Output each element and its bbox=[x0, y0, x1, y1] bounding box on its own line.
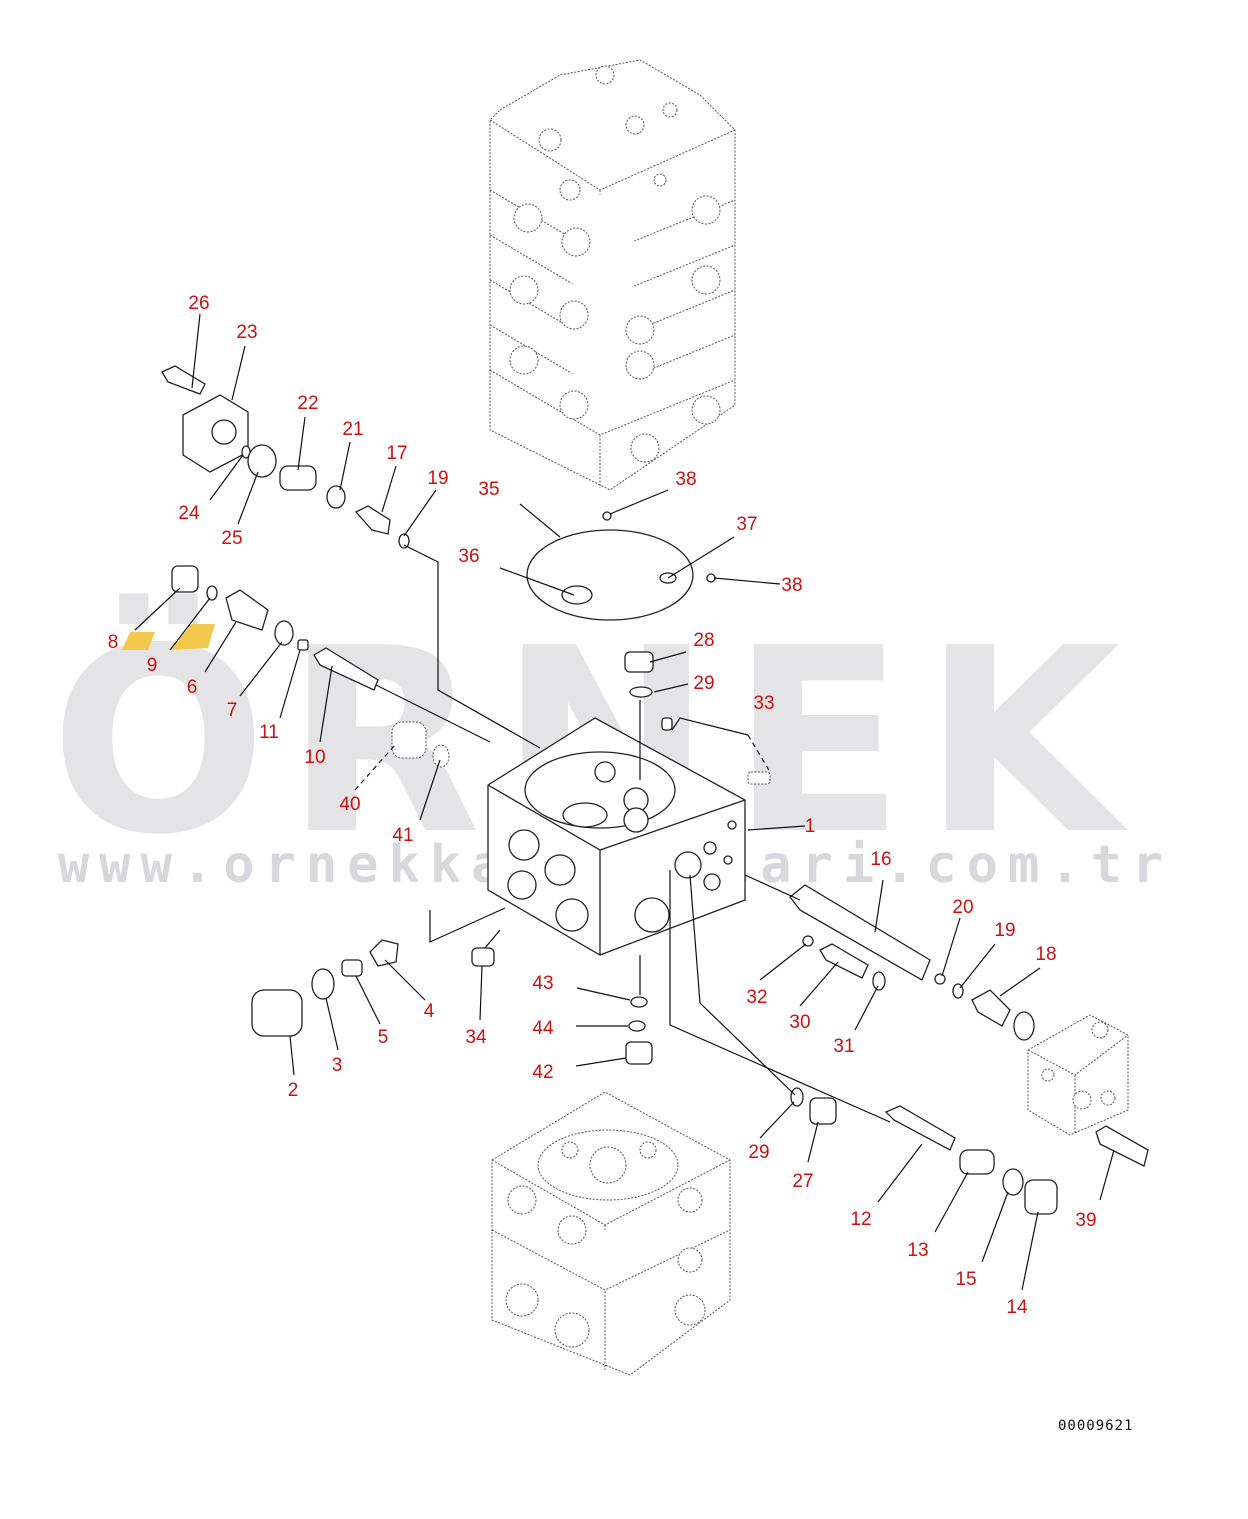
callout-25: 25 bbox=[221, 528, 242, 549]
callout-5: 5 bbox=[378, 1027, 389, 1048]
callout-24: 24 bbox=[178, 503, 200, 524]
callout-8: 8 bbox=[108, 632, 119, 653]
callout-27: 27 bbox=[792, 1171, 813, 1192]
callout-9: 9 bbox=[147, 655, 158, 676]
callout-7: 7 bbox=[227, 700, 238, 721]
gasket-plate bbox=[526, 511, 716, 621]
upper-valve-stack bbox=[489, 59, 736, 491]
callout-1: 1 bbox=[805, 816, 816, 837]
callout-43: 43 bbox=[532, 973, 553, 994]
callout-19-right: 19 bbox=[994, 920, 1015, 941]
side-block bbox=[1027, 1014, 1129, 1136]
callout-35: 35 bbox=[478, 479, 499, 500]
callout-labels: 26 23 22 21 17 19 24 25 35 38 37 36 38 8… bbox=[108, 293, 1097, 1318]
callout-30: 30 bbox=[789, 1012, 810, 1033]
callout-17: 17 bbox=[386, 443, 407, 464]
callout-19-top: 19 bbox=[427, 468, 448, 489]
callout-37: 37 bbox=[736, 514, 757, 535]
leader-lines bbox=[134, 313, 1115, 1291]
callout-26: 26 bbox=[188, 293, 209, 314]
callout-3: 3 bbox=[332, 1055, 343, 1076]
callout-38-top: 38 bbox=[675, 469, 696, 490]
callout-44: 44 bbox=[532, 1018, 554, 1039]
callout-12: 12 bbox=[850, 1209, 871, 1230]
callout-14: 14 bbox=[1006, 1297, 1028, 1318]
callout-31: 31 bbox=[833, 1036, 854, 1057]
callout-6: 6 bbox=[187, 677, 198, 698]
callout-22: 22 bbox=[297, 393, 318, 414]
callout-42: 42 bbox=[532, 1062, 553, 1083]
callout-38-right: 38 bbox=[781, 575, 802, 596]
callout-33: 33 bbox=[753, 693, 774, 714]
callout-29-bottom: 29 bbox=[748, 1142, 769, 1163]
watermark-umlaut-right bbox=[170, 624, 215, 650]
callout-15: 15 bbox=[955, 1269, 976, 1290]
main-valve-body bbox=[487, 717, 746, 956]
watermark-umlaut-left bbox=[122, 632, 155, 650]
callout-23: 23 bbox=[236, 322, 257, 343]
callout-13: 13 bbox=[907, 1240, 928, 1261]
callout-21: 21 bbox=[342, 419, 363, 440]
callout-2: 2 bbox=[288, 1080, 299, 1101]
component-parts bbox=[161, 365, 1149, 1215]
drawing-number: 00009621 bbox=[1058, 1418, 1133, 1434]
callout-36: 36 bbox=[458, 546, 479, 567]
callout-41: 41 bbox=[392, 825, 413, 846]
callout-11: 11 bbox=[259, 722, 279, 743]
callout-28: 28 bbox=[693, 630, 714, 651]
callout-29-top: 29 bbox=[693, 673, 714, 694]
callout-40: 40 bbox=[339, 794, 360, 815]
callout-39: 39 bbox=[1075, 1210, 1096, 1231]
callout-4: 4 bbox=[424, 1001, 435, 1022]
lower-valve-stack bbox=[491, 1091, 731, 1376]
callout-32: 32 bbox=[746, 987, 767, 1008]
callout-20: 20 bbox=[952, 897, 973, 918]
callout-34: 34 bbox=[465, 1027, 487, 1048]
callout-16: 16 bbox=[870, 849, 891, 870]
callout-18: 18 bbox=[1035, 944, 1056, 965]
callout-10: 10 bbox=[304, 747, 325, 768]
